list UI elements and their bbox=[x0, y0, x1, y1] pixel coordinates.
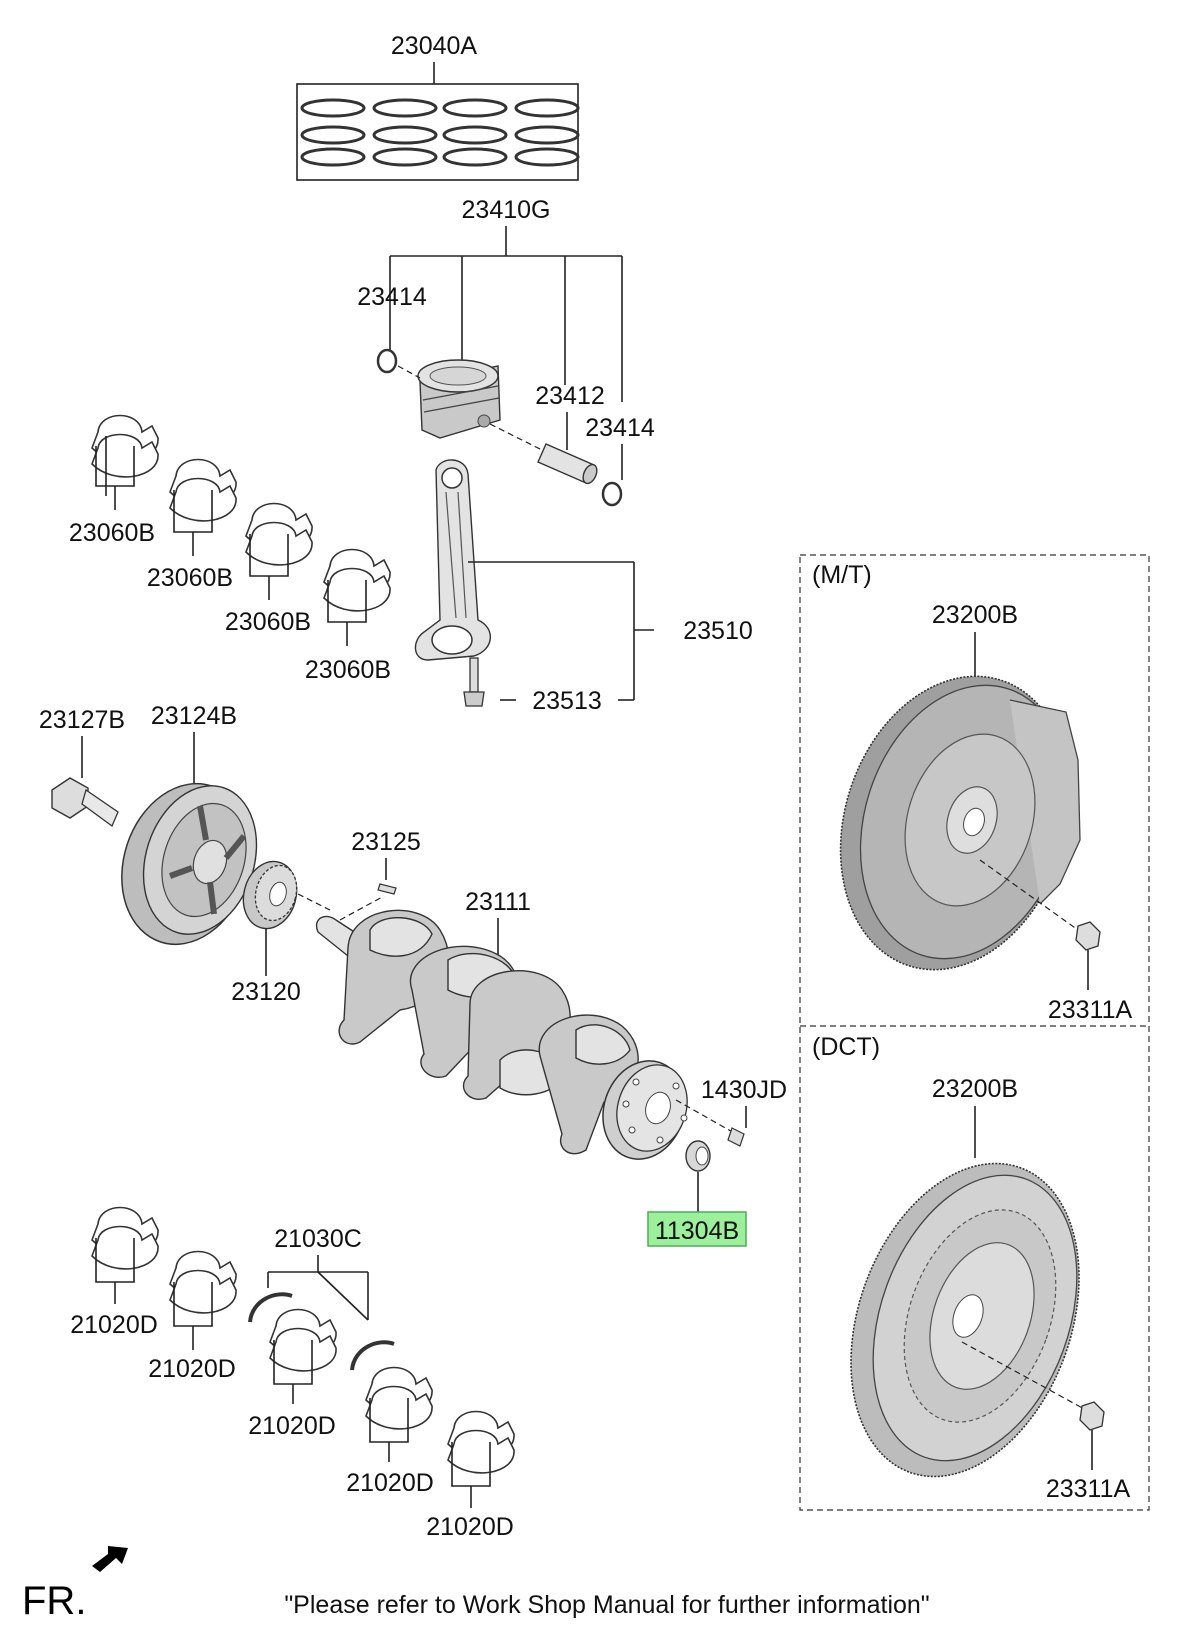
pulley-group: 23127B 23124B bbox=[39, 702, 258, 946]
label-thrust-bearing[interactable]: 21030C bbox=[274, 1225, 362, 1253]
crank-flange bbox=[602, 1060, 688, 1160]
label-dct-flywheel[interactable]: 23200B bbox=[932, 1075, 1018, 1103]
label-rod-bearing-2[interactable]: 23060B bbox=[147, 564, 233, 592]
rod-bearing-shell-3 bbox=[245, 502, 313, 566]
main-bearing-shell-5 bbox=[447, 1410, 515, 1474]
variant-panels: (M/T) 23200B 23311A (DCT) 23200B bbox=[799, 554, 1150, 1511]
panel-mt: (M/T) 23200B 23311A bbox=[812, 561, 1133, 1024]
rod-bearing-shell-1 bbox=[91, 414, 159, 496]
label-mt-bolt[interactable]: 23311A bbox=[1048, 996, 1133, 1024]
label-main-bearing-4[interactable]: 21020D bbox=[346, 1469, 434, 1497]
label-main-bearing-3[interactable]: 21020D bbox=[248, 1412, 336, 1440]
main-bearings: 21020D 21020D 21020D 21020D 21020D bbox=[70, 1206, 515, 1541]
footer-note: "Please refer to Work Shop Manual for fu… bbox=[284, 1591, 929, 1619]
label-connecting-rod[interactable]: 23510 bbox=[683, 617, 753, 645]
main-bearing-shell-1 bbox=[91, 1206, 159, 1270]
thrust-bearing: 21030C bbox=[248, 1225, 395, 1371]
label-sprocket[interactable]: 23120 bbox=[231, 978, 301, 1006]
label-crankshaft[interactable]: 23111 bbox=[465, 888, 531, 916]
pulley-bolt bbox=[51, 777, 119, 828]
label-rod-bearing-1[interactable]: 23060B bbox=[69, 519, 155, 547]
rod-bolt bbox=[463, 657, 485, 707]
dowel-pin bbox=[727, 1127, 745, 1147]
damper-pulley bbox=[121, 782, 258, 946]
dct-flywheel bbox=[850, 1162, 1080, 1478]
piston-body bbox=[417, 359, 501, 439]
main-bearing-shell-3 bbox=[269, 1308, 337, 1372]
label-rod-bearing-3[interactable]: 23060B bbox=[225, 608, 311, 636]
panel-mt-title: (M/T) bbox=[812, 561, 872, 589]
panel-dct-title: (DCT) bbox=[812, 1033, 880, 1061]
label-ring-set[interactable]: 23040A bbox=[391, 32, 478, 60]
panel-dct: (DCT) 23200B 23311A bbox=[812, 1033, 1131, 1503]
highlight-box bbox=[647, 1211, 747, 1247]
crankshaft: 23111 1430JD bbox=[297, 888, 787, 1247]
connecting-rod: 23510 23513 bbox=[414, 459, 753, 715]
label-pulley-bolt[interactable]: 23127B bbox=[39, 706, 125, 734]
key-and-sprocket: 23125 23120 bbox=[231, 828, 421, 1006]
rod-bearing-shell-4 bbox=[323, 548, 391, 612]
label-dowel-pin[interactable]: 1430JD bbox=[701, 1076, 787, 1104]
label-rod-bolt[interactable]: 23513 bbox=[532, 687, 602, 715]
rod-bearings: 23060B 23060B 23060B 23060B bbox=[69, 414, 391, 684]
label-main-bearing-1[interactable]: 21020D bbox=[70, 1311, 158, 1339]
main-bearing-shell-4 bbox=[365, 1366, 433, 1430]
pilot-bushing bbox=[685, 1140, 711, 1172]
label-dct-bolt[interactable]: 23311A bbox=[1046, 1475, 1131, 1503]
front-label: FR. bbox=[22, 1579, 86, 1623]
piston-pin bbox=[537, 443, 598, 485]
label-piston-pin[interactable]: 23412 bbox=[535, 382, 605, 410]
label-main-bearing-2[interactable]: 21020D bbox=[148, 1355, 236, 1383]
label-snap-ring-left[interactable]: 23414 bbox=[357, 283, 427, 311]
label-main-bearing-5[interactable]: 21020D bbox=[426, 1513, 514, 1541]
label-mt-flywheel[interactable]: 23200B bbox=[932, 601, 1018, 629]
mt-flywheel-bolt bbox=[1075, 921, 1101, 951]
label-key[interactable]: 23125 bbox=[351, 828, 421, 856]
label-rod-bearing-4[interactable]: 23060B bbox=[305, 656, 391, 684]
label-pilot-bushing[interactable]: 11304B bbox=[655, 1217, 739, 1245]
front-indicator: FR. bbox=[22, 1546, 128, 1623]
main-bearing-shell-2 bbox=[169, 1250, 237, 1314]
crank-sprocket bbox=[242, 860, 298, 930]
piston-assembly: 23410G 23414 23412 23414 bbox=[357, 196, 655, 507]
piston-ring-set: 23040A bbox=[296, 32, 580, 181]
front-arrow-icon bbox=[92, 1546, 128, 1572]
label-snap-ring-right[interactable]: 23414 bbox=[585, 414, 655, 442]
mt-flywheel bbox=[839, 675, 1081, 971]
rod-bearing-shell-2 bbox=[169, 458, 237, 522]
label-damper-pulley[interactable]: 23124B bbox=[151, 702, 237, 730]
dct-flywheel-bolt bbox=[1079, 1401, 1105, 1431]
label-piston-assy[interactable]: 23410G bbox=[462, 196, 551, 224]
